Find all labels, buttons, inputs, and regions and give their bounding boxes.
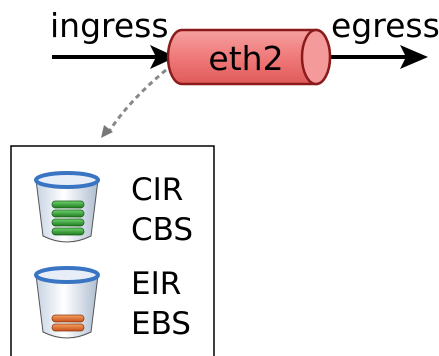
egress-arrow: [318, 45, 428, 69]
egress-label: egress: [331, 6, 439, 45]
interface-label: eth2: [208, 39, 283, 78]
ingress-label: ingress: [50, 6, 169, 45]
bucket-icon: [34, 266, 100, 339]
bucket-burst-label: EBS: [131, 306, 191, 342]
bucket-icon: [34, 171, 100, 243]
bucket-rate-label: EIR: [131, 266, 181, 302]
token-stack-orange: [51, 314, 85, 332]
bucket-burst-label: CBS: [131, 212, 193, 248]
dashed-link-arrow: [101, 68, 167, 138]
token-stack-green: [51, 200, 85, 236]
ingress-arrow: [52, 45, 176, 69]
interface-cylinder: [166, 28, 332, 86]
bucket-rate-label: CIR: [131, 172, 183, 208]
